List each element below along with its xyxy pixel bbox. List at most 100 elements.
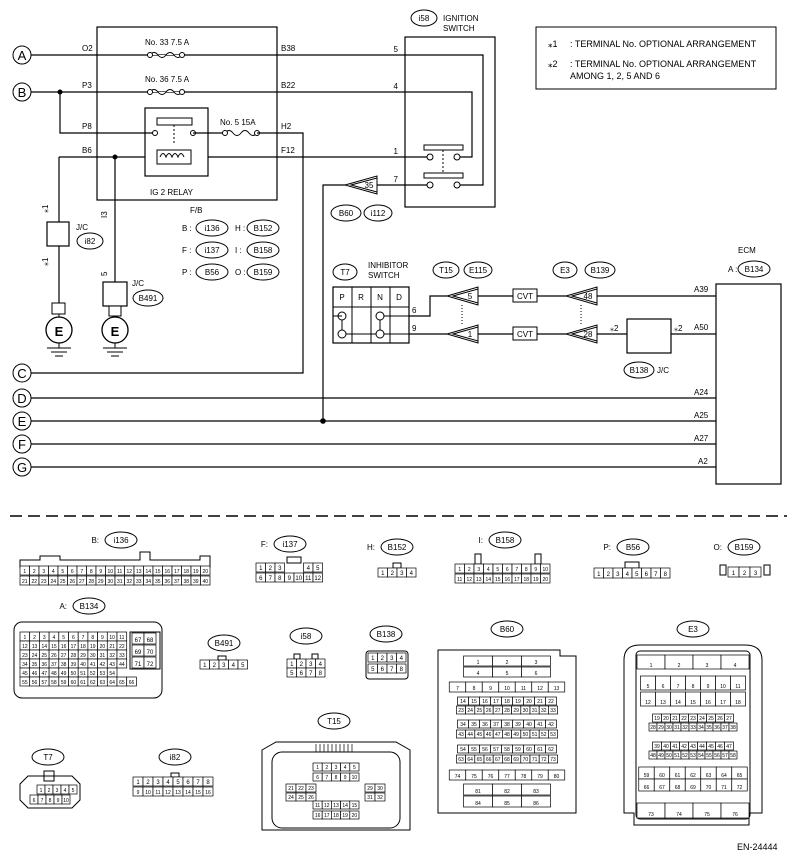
i137-r2-cell-11: 11	[305, 576, 312, 582]
fuse-33-label: No. 33 7.5 A	[145, 38, 190, 47]
t15-left2-cell-26: 26	[308, 795, 314, 801]
b491-r1-cell-4: 4	[232, 663, 236, 669]
i82-r2-cell-9: 9	[137, 790, 140, 796]
e3-r4-cell-32: 32	[682, 725, 688, 731]
t15-mid-cell-7: 7	[325, 775, 328, 781]
b134-r0-cell-6: 6	[72, 635, 75, 641]
e3-r4-cell-36: 36	[714, 725, 720, 731]
legend-h-key: H :	[235, 224, 245, 233]
terminal-d: D	[17, 391, 26, 406]
ground-1-label: E	[55, 324, 64, 339]
e3-r6-cell-57: 57	[722, 753, 728, 759]
e3-r9-cell-76: 76	[732, 812, 738, 818]
e3-r7-cell-65: 65	[737, 773, 743, 779]
b138-conn: B138	[630, 366, 649, 375]
conn-b159-name: B159	[735, 543, 754, 552]
t15-r3-cell-12: 12	[324, 803, 330, 809]
i136-r2-cell-26: 26	[69, 579, 75, 585]
e3-r7-cell-64: 64	[721, 773, 727, 779]
b134-r4-cell-50: 50	[71, 671, 77, 677]
e3-r8-cell-71: 71	[721, 785, 727, 791]
b491-r1-cell-2: 2	[213, 663, 217, 669]
b60-r6-cell-51: 51	[532, 732, 538, 738]
e3-r2-cell-17: 17	[720, 700, 726, 706]
b134-r3-cell-40: 40	[80, 662, 86, 668]
inhibitor-conn: T7	[340, 268, 350, 277]
b60-r4-cell-28: 28	[504, 708, 510, 714]
e3-r4-cell-37: 37	[722, 725, 728, 731]
b60-r8-cell-71: 71	[532, 757, 538, 763]
b60-r4-cell-31: 31	[532, 708, 538, 714]
e3-r1-cell-5: 5	[647, 684, 650, 690]
e3-pin-48: 48	[584, 292, 593, 301]
b159-r1-cell-2: 2	[743, 571, 747, 577]
terminal-a: A	[18, 48, 27, 63]
b159-r1-cell-3: 3	[754, 571, 758, 577]
b60-r11-cell-85: 85	[504, 801, 510, 807]
cvt-2: CVT	[517, 330, 533, 339]
pin-h2: H2	[281, 122, 292, 131]
b159-r1-cell-1: 1	[732, 571, 736, 577]
conn-i136-prefix: B:	[91, 536, 99, 545]
terminal-e: E	[18, 414, 27, 429]
t15-r3-cell-14: 14	[342, 803, 348, 809]
i82-r1-cell-7: 7	[196, 780, 200, 786]
i136-r1-cell-14: 14	[145, 569, 151, 575]
b138-star-l: ⁎2	[610, 324, 619, 333]
e3-r7-cell-61: 61	[675, 773, 681, 779]
e3-r7-cell-59: 59	[644, 773, 650, 779]
e3-r4-cell-34: 34	[698, 725, 704, 731]
i136-r2-cell-24: 24	[50, 579, 56, 585]
jc-i82-label: J/C	[76, 223, 88, 232]
e3-r3-cell-22: 22	[681, 716, 687, 722]
b60-r2-cell-10: 10	[504, 686, 510, 692]
e3-r0-cell-3: 3	[706, 663, 709, 669]
b134-r3-cell-38: 38	[61, 662, 67, 668]
ign-pin-5: 5	[394, 45, 399, 54]
b134-side2-cell-72: 72	[147, 662, 154, 668]
b491-r1-cell-3: 3	[222, 663, 226, 669]
t7-r1-cell-1: 1	[40, 788, 43, 794]
e3-r8-cell-72: 72	[737, 785, 743, 791]
b134-r5-cell-63: 63	[100, 680, 106, 686]
b134-r2-cell-30: 30	[90, 653, 96, 659]
e3-r5-cell-39: 39	[654, 744, 660, 750]
legend-b-val: i136	[204, 224, 220, 233]
b134-r0-cell-2: 2	[33, 635, 36, 641]
b60-r2-cell-7: 7	[456, 686, 459, 692]
b134-side1-cell-70: 70	[147, 650, 154, 656]
b60-r9-cell-79: 79	[537, 774, 543, 780]
pin-p8: P8	[82, 122, 92, 131]
jc-b491: I3 5 J/C B491 E	[100, 157, 164, 357]
b56-r1-cell-2: 2	[607, 572, 611, 578]
b60-r3-cell-17: 17	[493, 699, 499, 705]
b134-r4-cell-48: 48	[51, 671, 57, 677]
inh-pin-6: 6	[412, 306, 417, 315]
e3-r4-cell-33: 33	[690, 725, 696, 731]
e3-r2-cell-16: 16	[705, 700, 711, 706]
legend-o-val: B159	[254, 268, 273, 277]
e3-r6-cell-53: 53	[690, 753, 696, 759]
b134-r5-cell-57: 57	[41, 680, 47, 686]
t15-mid-cell-9: 9	[344, 775, 347, 781]
note-1-mark: ⁎1	[548, 39, 558, 49]
b152-r1-cell-2: 2	[391, 571, 395, 577]
pin-5: 5	[100, 271, 109, 276]
pin-f12: F12	[281, 146, 295, 155]
b60-r3-cell-15: 15	[471, 699, 477, 705]
t15-r4-cell-16: 16	[315, 813, 321, 819]
i136-r2-cell-29: 29	[98, 579, 104, 585]
b60-r3-cell-14: 14	[460, 699, 466, 705]
b134-r4-cell-47: 47	[41, 671, 47, 677]
b134-r0-cell-5: 5	[62, 635, 65, 641]
b60-pin-35: 35	[365, 181, 374, 190]
notes-box: ⁎1 : TERMINAL No. OPTIONAL ARRANGEMENT ⁎…	[535, 26, 777, 90]
b60-r5-cell-36: 36	[482, 722, 488, 728]
i136-r1-cell-4: 4	[52, 569, 55, 575]
note-2-mark: ⁎2	[548, 59, 558, 69]
i82-r2-cell-13: 13	[175, 790, 181, 796]
b158-r2-cell-19: 19	[533, 577, 539, 583]
i137-r2-cell-8: 8	[278, 576, 282, 582]
conn-e3-name: E3	[688, 625, 698, 634]
i137-r2-cell-9: 9	[288, 576, 292, 582]
